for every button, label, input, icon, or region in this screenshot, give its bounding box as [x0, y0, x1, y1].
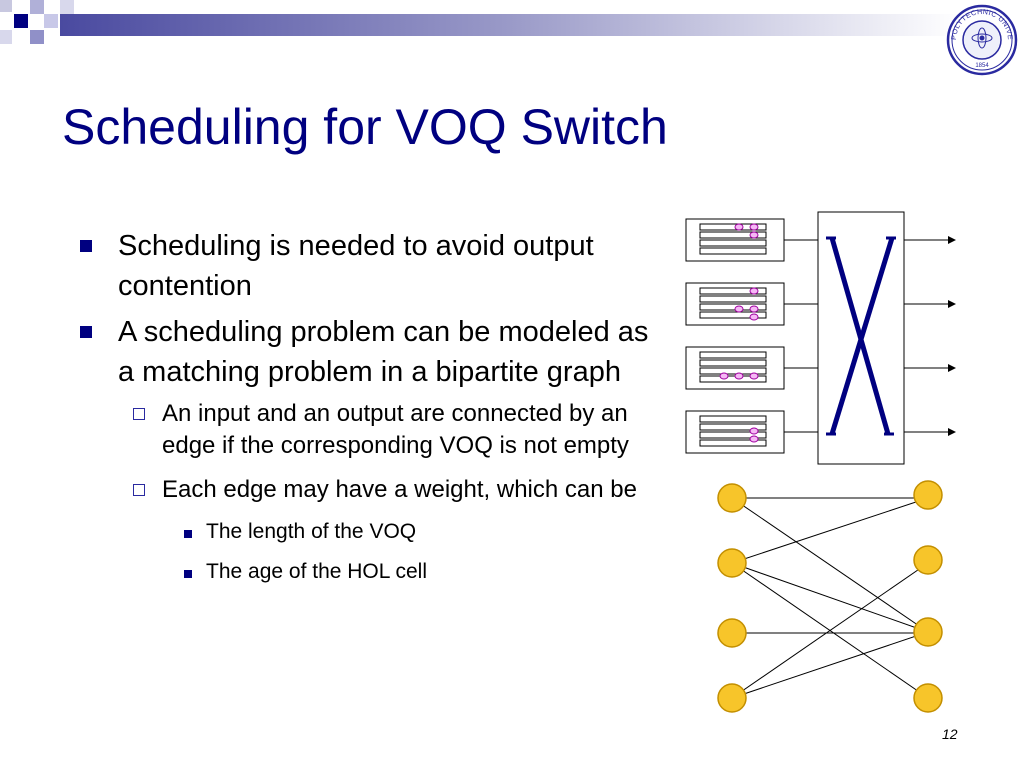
input-buffer-2	[685, 282, 785, 326]
sub-bullet-item: Each edge may have a weight, which can b…	[78, 474, 668, 506]
input-node-4	[717, 683, 747, 713]
corner-squares-icon	[0, 0, 74, 44]
sub-sub-bullet-text: The length of the VOQ	[206, 520, 417, 543]
output-node-1	[913, 480, 943, 510]
sub-sub-bullet-text: The age of the HOL cell	[206, 560, 428, 583]
input-links	[784, 239, 818, 433]
bullet-item: Scheduling is needed to avoid output con…	[78, 226, 668, 306]
output-node-4	[913, 683, 943, 713]
bullet-list: Scheduling is needed to avoid output con…	[78, 226, 668, 598]
university-seal-logo: POLYTECHNIC UNIVERSITY 1854	[946, 4, 1018, 76]
page-number: 12	[942, 726, 958, 742]
input-buffer-1	[685, 218, 785, 262]
square-bullet-icon	[80, 326, 92, 338]
input-buffer-4	[685, 410, 785, 454]
output-arrows	[904, 236, 956, 436]
hollow-square-bullet-icon	[133, 408, 145, 420]
sub-bullet-item: An input and an output are connected by …	[78, 398, 668, 462]
header-band	[0, 0, 960, 44]
bullet-text: A scheduling problem can be modeled as a…	[118, 316, 649, 388]
output-node-3	[913, 617, 943, 647]
bipartite-edges	[731, 497, 929, 699]
input-node-3	[717, 618, 747, 648]
header-gradient-bar	[60, 14, 960, 36]
slide-title: Scheduling for VOQ Switch	[62, 99, 668, 155]
bullet-text: Scheduling is needed to avoid output con…	[118, 230, 594, 302]
square-bullet-icon	[80, 240, 92, 252]
small-square-bullet-icon	[184, 530, 192, 538]
input-buffer-3	[685, 346, 785, 390]
input-node-1	[717, 483, 747, 513]
sub-sub-bullet-item: The age of the HOL cell	[78, 558, 668, 586]
sub-bullet-text: Each edge may have a weight, which can b…	[162, 476, 637, 503]
seal-year: 1854	[975, 63, 989, 69]
output-node-2	[913, 545, 943, 575]
bullet-item: A scheduling problem can be modeled as a…	[78, 312, 668, 392]
sub-bullet-text: An input and an output are connected by …	[162, 400, 629, 459]
crossbar-ends	[826, 236, 896, 436]
sub-sub-bullet-item: The length of the VOQ	[78, 518, 668, 546]
input-node-2	[717, 548, 747, 578]
small-square-bullet-icon	[184, 570, 192, 578]
crossbar-connections	[829, 237, 895, 435]
hollow-square-bullet-icon	[133, 484, 145, 496]
